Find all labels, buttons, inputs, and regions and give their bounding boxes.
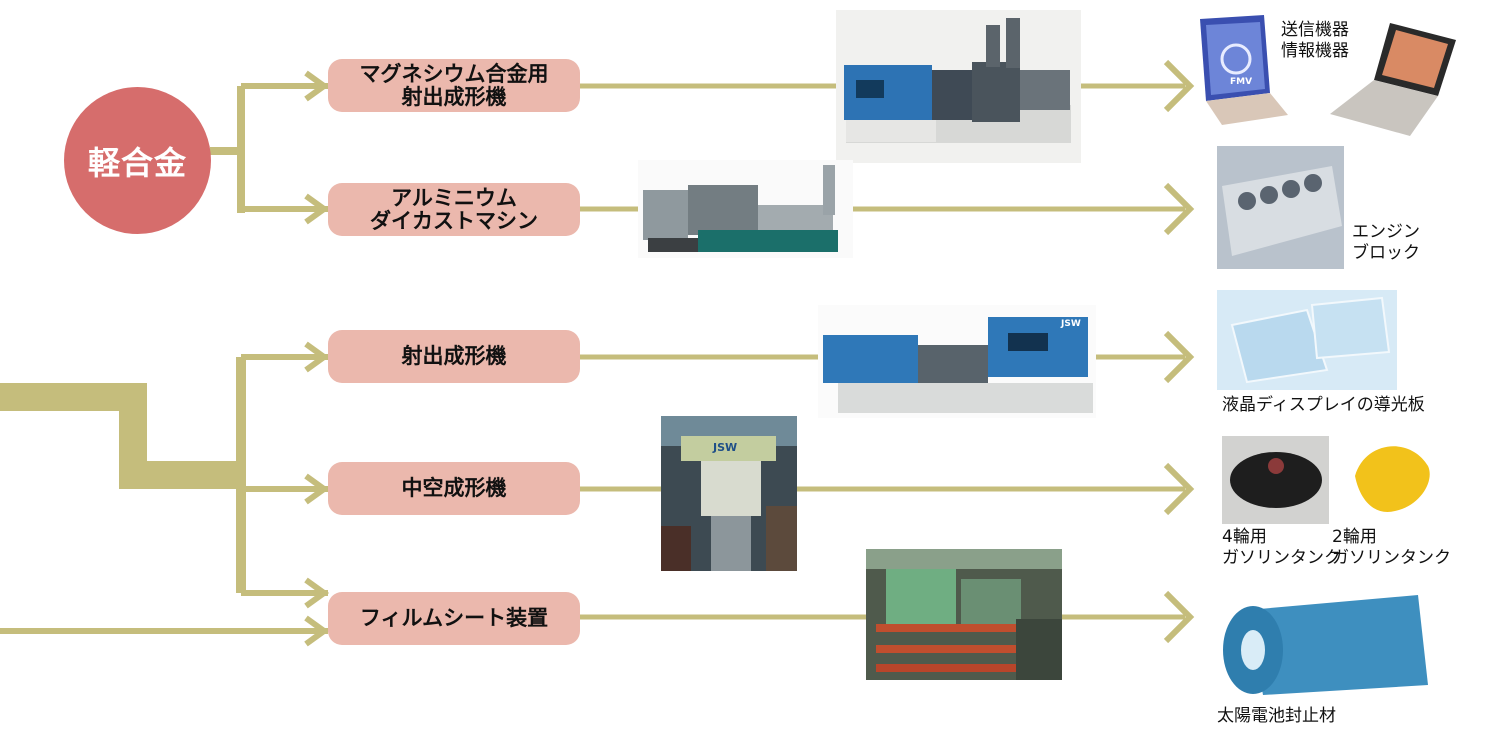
machine-magnesium-injection: マグネシウム合金用 射出成形機 [328,59,580,112]
machine-label: フィルムシート装置 [359,606,549,631]
category-label: 軽合金 [87,143,187,182]
product-caption-solar: 太陽電池封止材 [1217,706,1336,727]
caption-line: 情報機器 [1281,41,1349,62]
film-sheet-machine-photo [866,549,1062,680]
caption-line: ガソリンタンク [1332,548,1451,569]
mobile-phone-image [1330,18,1470,138]
injection-machine-photo: JSW [818,305,1096,418]
arrowhead [304,70,330,102]
product-caption-tank4: 4輪用 ガソリンタンク [1222,527,1341,570]
machine-aluminium-diecast: アルミニウム ダイカストマシン [328,183,580,236]
blow-molding-machine-photo: JSW [661,416,797,571]
arrowhead [1163,182,1195,236]
caption-line: 太陽電池封止材 [1217,706,1336,726]
magnesium-machine-photo [836,10,1081,163]
arrowhead [1163,590,1195,644]
jsw-logo: JSW [1061,319,1081,329]
arrowhead [304,577,330,609]
machine-label-line2: ダイカストマシン [370,208,538,233]
fuel-tank-2wheel-image [1340,436,1435,524]
arrowhead [304,341,330,373]
machine-injection-molding: 射出成形機 [328,330,580,383]
solar-encapsulant-image [1218,590,1436,702]
arrowhead [304,615,330,647]
product-caption-engine: エンジン ブロック [1352,222,1420,265]
machine-label: 中空成形機 [401,476,507,501]
caption-line: ガソリンタンク [1222,548,1341,569]
engine-block-image [1217,146,1344,269]
machine-film-sheet: フィルムシート装置 [328,592,580,645]
machine-blow-molding: 中空成形機 [328,462,580,515]
caption-line: 液晶ディスプレイの導光板 [1222,395,1425,415]
arrowhead [1163,59,1195,113]
arrowhead [1163,330,1195,384]
caption-line: 4輪用 [1222,527,1267,547]
caption-line: ブロック [1352,243,1420,264]
arrowhead [304,193,330,225]
machine-label-line1: アルミニウム [391,186,517,211]
arrowhead [1163,462,1195,516]
laptop-image: FMV [1196,15,1288,125]
product-caption-devices: 送信機器 情報機器 [1281,20,1349,63]
machine-label-line1: マグネシウム合金用 [359,62,549,87]
category-light-alloy: 軽合金 [64,87,211,234]
jsw-logo: JSW [713,441,738,454]
fuel-tank-4wheel-image [1222,436,1329,524]
caption-line: 2輪用 [1332,527,1377,547]
fmv-logo: FMV [1230,77,1253,87]
connector-line [0,383,241,489]
machine-label-line2: 射出成形機 [401,84,507,109]
product-caption-lcd: 液晶ディスプレイの導光板 [1222,395,1425,416]
product-caption-tank2: 2輪用 ガソリンタンク [1332,527,1451,570]
machine-label: 射出成形機 [401,344,507,369]
caption-line: エンジン [1352,222,1420,242]
caption-line: 送信機器 [1281,20,1349,40]
diecast-machine-photo [638,160,853,258]
light-guide-plate-image [1217,290,1397,390]
arrowhead [304,473,330,505]
